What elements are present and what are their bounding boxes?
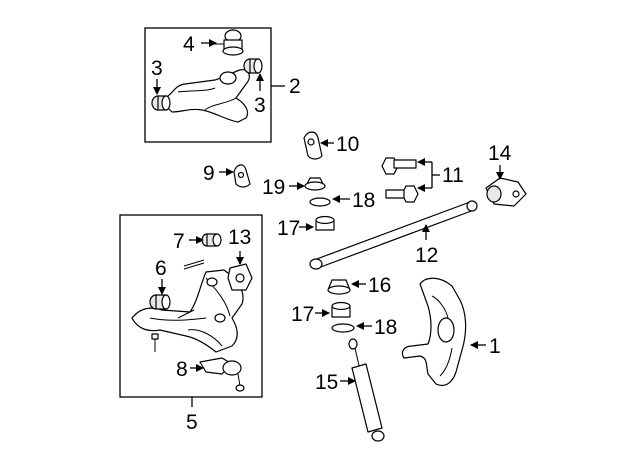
callout-7: 7 — [173, 230, 185, 253]
callout-4: 4 — [183, 33, 195, 56]
ball-joint-upper — [214, 29, 244, 56]
upper-arm-group-box — [144, 27, 272, 143]
callout-1: 1 — [489, 335, 501, 358]
callout-17b: 17 — [291, 303, 314, 326]
strut-rod-bolts — [381, 157, 419, 203]
callout-2: 2 — [289, 75, 301, 98]
callout-10: 10 — [336, 133, 359, 156]
callout-14: 14 — [488, 142, 512, 165]
lower-bushing — [149, 294, 171, 310]
stabilizer-bushing-lower — [327, 279, 351, 295]
washer-upper — [309, 197, 331, 207]
stabilizer-bushing-upper — [304, 177, 326, 191]
shock-absorber — [348, 338, 385, 442]
lower-bushing-small — [201, 233, 222, 247]
strut-rod-bracket — [485, 177, 527, 207]
callout-15: 15 — [315, 371, 338, 394]
callout-5: 5 — [186, 411, 198, 434]
strut-rod — [309, 200, 478, 270]
upper-bushing-right — [243, 58, 263, 74]
cushion-lower — [331, 301, 351, 318]
bump-stop-plate — [303, 131, 323, 160]
callout-17a: 17 — [277, 217, 300, 240]
callout-18a: 18 — [352, 189, 375, 212]
bolt-lower — [151, 259, 205, 352]
washer-lower — [331, 323, 355, 333]
upper-bushing-left — [151, 95, 171, 111]
cushion-upper — [315, 215, 335, 231]
upper-control-arm — [159, 69, 250, 123]
steering-knuckle — [401, 277, 467, 387]
callout-9: 9 — [203, 162, 215, 185]
callout-8: 8 — [176, 358, 188, 381]
callout-16: 16 — [368, 274, 391, 297]
lower-control-arm — [131, 269, 244, 353]
callout-3a: 3 — [151, 57, 163, 80]
lower-arm-group-box — [119, 214, 263, 398]
callout-13: 13 — [228, 226, 251, 249]
callout-19: 19 — [262, 176, 285, 199]
callout-3b: 3 — [254, 94, 266, 117]
callout-18b: 18 — [374, 316, 397, 339]
callout-6: 6 — [155, 257, 167, 280]
alignment-cam — [227, 263, 253, 291]
retainer-plate — [233, 164, 251, 188]
callout-11: 11 — [442, 164, 464, 187]
callout-12: 12 — [415, 244, 438, 267]
ball-joint-lower — [199, 357, 245, 392]
